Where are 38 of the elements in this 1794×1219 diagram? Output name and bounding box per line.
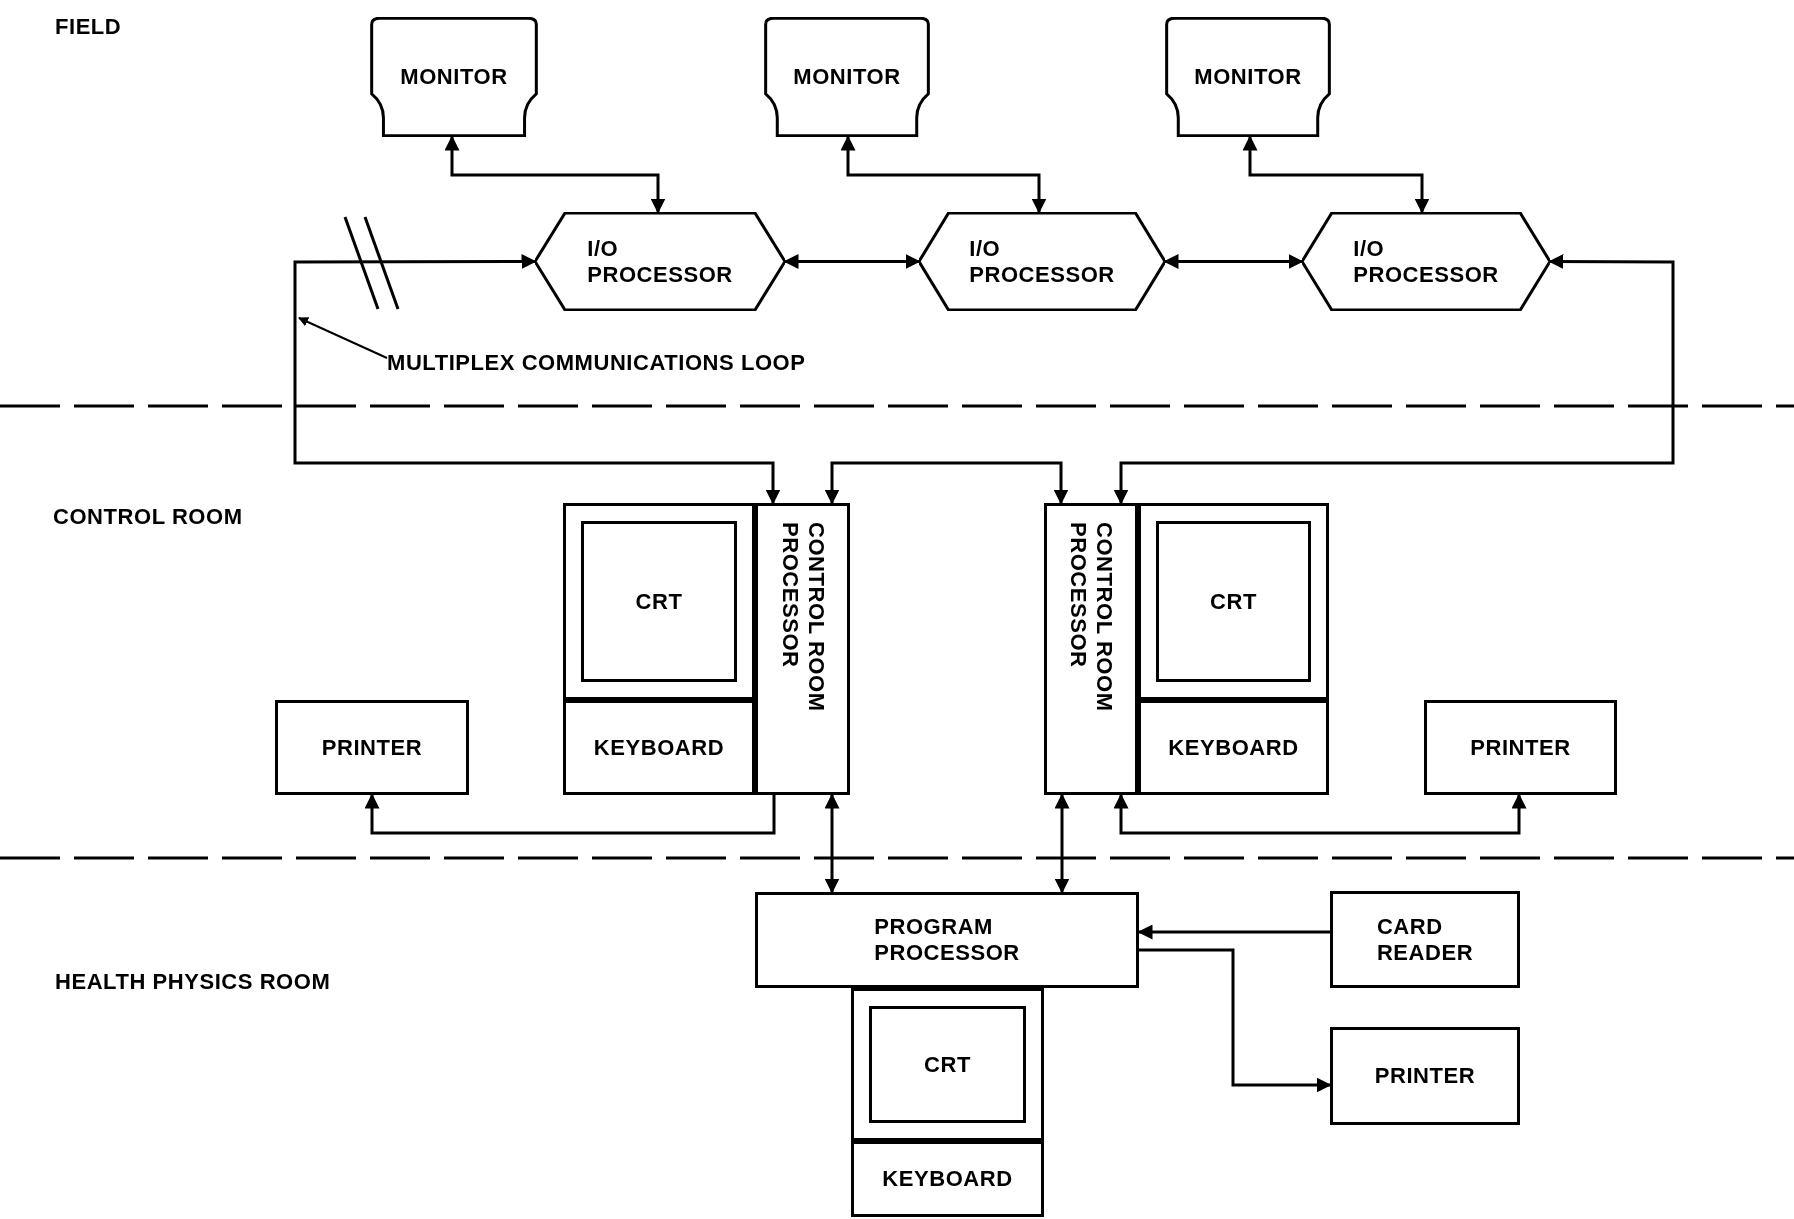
arrow xyxy=(1113,793,1527,835)
callout-text: MULTIPLEX COMMUNICATIONS LOOP xyxy=(387,345,947,379)
arrow xyxy=(1137,924,1330,940)
device-box: CARD READER xyxy=(1330,891,1520,988)
processor-hexagon: I/O PROCESSOR xyxy=(1302,212,1550,311)
monitor-box: MONITOR xyxy=(1165,17,1331,137)
device-box: PRINTER xyxy=(275,700,469,795)
arrow xyxy=(824,793,840,894)
processor-hexagon: I/O PROCESSOR xyxy=(535,212,785,311)
room-label: FIELD xyxy=(55,13,122,41)
crt-screen: CRT xyxy=(1156,521,1311,682)
device-box: KEYBOARD xyxy=(1138,700,1329,795)
device-box: PRINTER xyxy=(1330,1027,1520,1125)
arrow xyxy=(1163,254,1304,269)
arrow xyxy=(783,254,921,269)
device-box: KEYBOARD xyxy=(563,700,755,795)
arrow xyxy=(293,254,781,505)
arrow xyxy=(1139,948,1332,1093)
processor-hexagon: I/O PROCESSOR xyxy=(919,212,1165,311)
crt-housing xyxy=(1138,503,1329,700)
crt-screen: CRT xyxy=(581,521,737,682)
leader-line xyxy=(298,317,388,359)
crt-housing xyxy=(563,503,755,700)
monitor-box: MONITOR xyxy=(370,17,538,137)
device-box: KEYBOARD xyxy=(851,1141,1044,1217)
device-box: PROGRAM PROCESSOR xyxy=(755,892,1139,988)
crt-screen: CRT xyxy=(869,1006,1026,1123)
arrow xyxy=(1113,254,1675,505)
processor-box: CONTROL ROOM PROCESSOR xyxy=(1044,503,1138,795)
processor-box: CONTROL ROOM PROCESSOR xyxy=(755,503,850,795)
room-label: HEALTH PHYSICS ROOM xyxy=(55,968,331,996)
device-box: PRINTER xyxy=(1424,700,1617,795)
arrow xyxy=(1054,793,1070,894)
monitor-box: MONITOR xyxy=(764,17,930,137)
arrow xyxy=(824,461,1069,505)
room-label: CONTROL ROOM xyxy=(53,503,243,531)
crt-housing xyxy=(851,988,1044,1141)
arrow xyxy=(364,793,776,835)
